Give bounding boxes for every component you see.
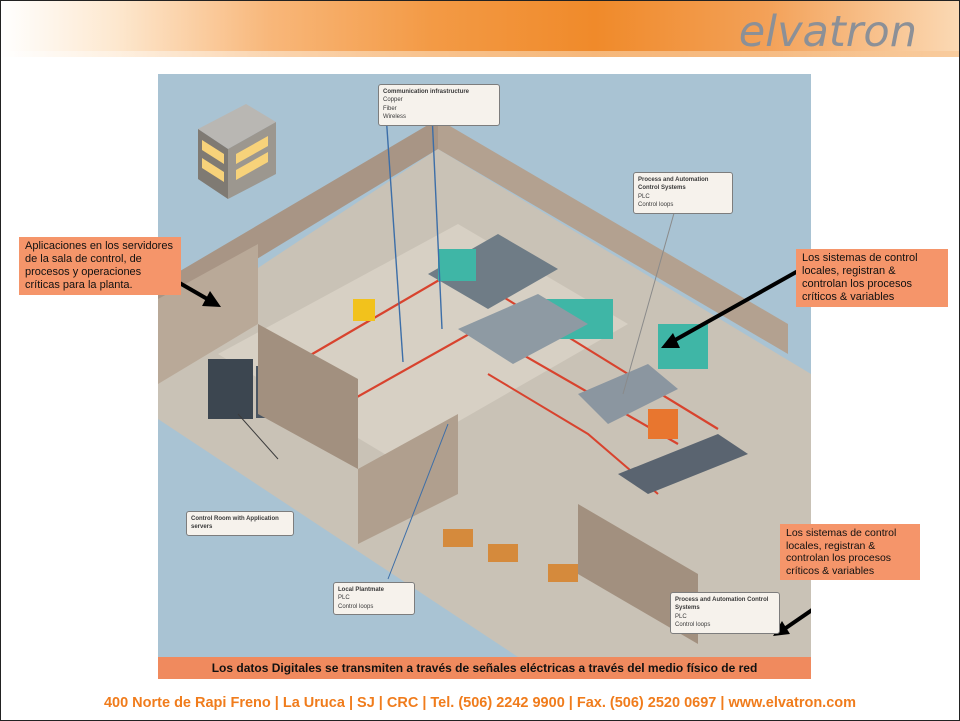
- header-bar: [1, 1, 959, 57]
- arrow-left-head: [202, 291, 221, 307]
- orange-machine: [648, 409, 678, 439]
- communication-item: Fiber: [383, 105, 397, 112]
- office-desks: [443, 529, 578, 582]
- factory-drawing: [158, 104, 811, 657]
- callout-bottom-right-text: Los sistemas de control locales, registr…: [786, 527, 897, 577]
- caption-banner: Los datos Digitales se transmiten a trav…: [158, 657, 811, 679]
- communication-item: Wireless: [383, 114, 407, 121]
- process-panel-top: Process and Automation Control Systems P…: [633, 172, 733, 214]
- callout-local-control-systems: Los sistemas de control locales, registr…: [796, 249, 948, 307]
- arrow-right-shaft: [667, 269, 799, 346]
- press-machine: [578, 364, 678, 424]
- pointer-line-3: [387, 423, 449, 580]
- process-top-item: Control loops: [638, 202, 674, 209]
- arrow-right-head: [661, 333, 680, 348]
- uplink-wire: [385, 113, 404, 363]
- caption-text: Los datos Digitales se transmiten a trav…: [211, 661, 758, 675]
- back-wall-right: [438, 119, 788, 354]
- partition-front: [358, 414, 458, 544]
- uplink-wire-2: [431, 113, 443, 330]
- logo-text: elvatron: [738, 7, 917, 57]
- callout-right-text: Los sistemas de control locales, registr…: [802, 252, 918, 303]
- footer-text: 400 Norte de Rapi Freno | La Uruca | SJ …: [103, 695, 857, 711]
- local-plantmate-title: Local Plantmate: [338, 587, 385, 593]
- process-top-title: Process and Automation Control Systems: [638, 177, 709, 192]
- pointer-line: [622, 198, 679, 395]
- pointer-line-2: [237, 413, 279, 460]
- elvatron-logo: elvatron: [739, 7, 917, 57]
- callout-local-control-systems-bottom: Los sistemas de control locales, registr…: [780, 524, 920, 580]
- callout-left-text: Aplicaciones en los servidores de la sal…: [25, 240, 173, 291]
- partition-room: [258, 324, 358, 469]
- process-bottom-title: Process and Automation Control Systems: [675, 597, 769, 612]
- process-bottom-item: Control loops: [675, 622, 711, 629]
- local-plantmate-item: PLC: [338, 595, 350, 602]
- green-tank: [438, 249, 476, 281]
- control-room-panel: Control Room with Application servers: [186, 511, 294, 536]
- partition-office: [578, 504, 698, 644]
- machine-line: [428, 234, 558, 309]
- forklift: [353, 299, 375, 321]
- callout-control-room-apps: Aplicaciones en los servidores de la sal…: [19, 237, 181, 295]
- steel-vessel: [458, 294, 588, 364]
- office-building: [198, 104, 276, 199]
- process-bottom-item: PLC: [675, 613, 687, 620]
- conveyor: [618, 434, 748, 494]
- process-top-item: PLC: [638, 193, 650, 200]
- communication-panel: Communication infrastructure Copper Fibe…: [378, 84, 500, 126]
- local-plantmate-item: Control loops: [338, 603, 374, 610]
- control-room-title: Control Room with Application servers: [191, 516, 279, 531]
- arrow-bottom-shaft: [778, 608, 811, 634]
- local-plantmate-panel: Local Plantmate PLC Control loops: [333, 582, 415, 616]
- communication-title: Communication infrastructure: [383, 89, 470, 95]
- footer-contact: 400 Norte de Rapi Freno | La Uruca | SJ …: [1, 695, 959, 711]
- process-panel-bottom: Process and Automation Control Systems P…: [670, 592, 780, 634]
- partition-left: [158, 244, 258, 384]
- communication-item: Copper: [383, 97, 403, 104]
- factory-illustration: Communication infrastructure Copper Fibe…: [158, 74, 811, 657]
